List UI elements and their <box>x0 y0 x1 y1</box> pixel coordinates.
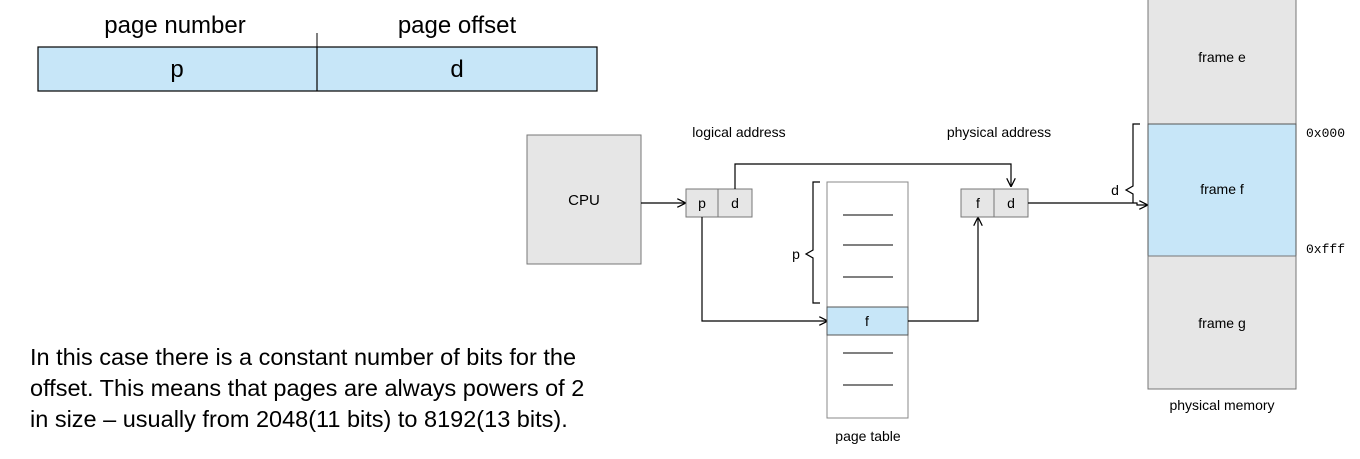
cpu-box <box>526 134 642 265</box>
logical-address-label: logical address <box>692 124 785 140</box>
offset-brace-label: d <box>1111 182 1119 198</box>
cpu-label: CPU <box>568 192 600 209</box>
frame-g <box>1147 255 1297 390</box>
physical-memory-label: physical memory <box>1169 397 1274 413</box>
frame-f <box>1147 123 1297 257</box>
page-number-value: p <box>170 56 183 83</box>
offset-brace <box>1124 123 1140 203</box>
frame-e-label: frame e <box>1198 49 1246 65</box>
physical-f-cell <box>960 188 995 218</box>
physical-f-text: f <box>976 195 980 211</box>
logical-p-cell <box>685 188 719 218</box>
logical-p-text: p <box>698 195 706 211</box>
description-line: offset. This means that pages are always… <box>30 375 585 401</box>
offset-copy-arrow <box>734 163 1011 189</box>
description-line: In this case there is a constant number … <box>30 344 577 370</box>
physical-memory: frame e frame f frame g physical memory <box>1147 0 1297 413</box>
logical-d-cell <box>717 188 753 218</box>
page-table-entry <box>826 306 909 336</box>
description: In this case there is a constant number … <box>30 342 730 435</box>
physical-to-memory-arrow <box>1028 203 1147 205</box>
description-line: in size – usually from 2048(11 bits) to … <box>30 406 568 432</box>
physical-d-text: d <box>1007 195 1015 211</box>
page-table-label: page table <box>835 428 901 444</box>
frame-number-arrow <box>908 218 978 322</box>
address-format: page number page offset p d <box>37 12 598 92</box>
cpu-block: CPU <box>526 134 642 265</box>
page-index-arrow <box>701 217 827 321</box>
frame-end-address: 0xfff <box>1306 242 1345 257</box>
page-index-brace-label: p <box>792 246 800 262</box>
page-offset-value: d <box>450 56 463 83</box>
page-table-entry-text: f <box>865 313 869 329</box>
page-offset-label: page offset <box>398 12 517 39</box>
logical-address-box: p d <box>685 188 753 218</box>
page-index-brace <box>804 181 820 304</box>
page-table: f page table <box>826 181 909 444</box>
physical-address-label: physical address <box>947 124 1051 140</box>
logical-d-text: d <box>731 195 739 211</box>
frame-g-label: frame g <box>1198 315 1245 331</box>
frame-f-label: frame f <box>1200 181 1244 197</box>
frame-start-address: 0x000 <box>1306 126 1345 141</box>
frame-e <box>1147 0 1297 125</box>
physical-address-box: f d <box>960 188 1029 218</box>
page-table-box <box>826 181 909 419</box>
page-number-label: page number <box>104 12 245 39</box>
